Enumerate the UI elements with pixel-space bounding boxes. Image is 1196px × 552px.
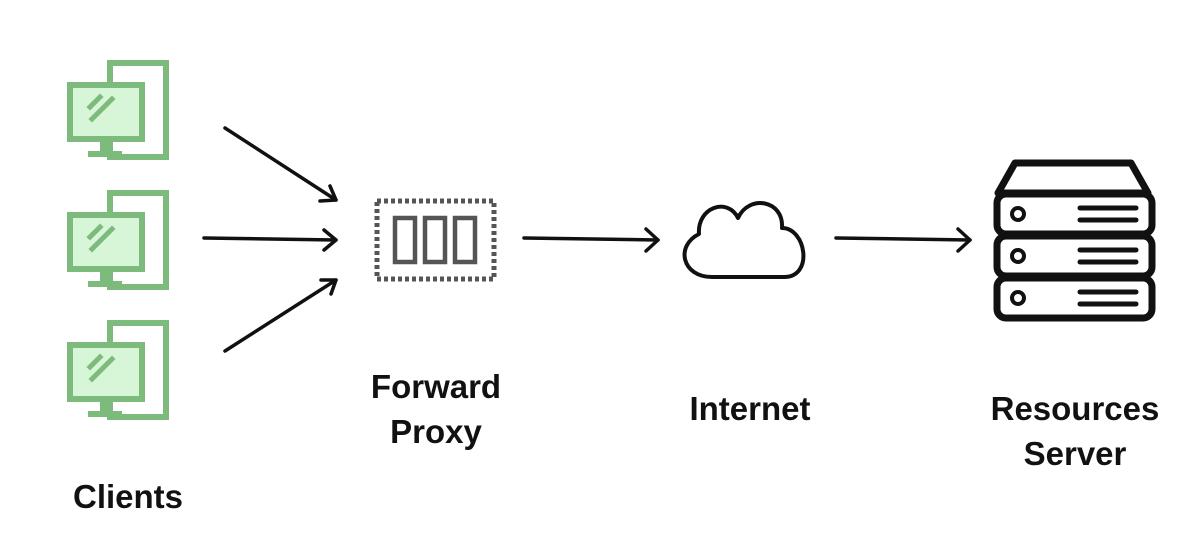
clients-label-text: Clients [72,478,184,515]
client-monitor-icon-2 [70,193,166,287]
arrow-client-2-to-proxy [202,228,338,252]
cloud-icon [682,201,806,279]
clients-label: Clients [28,474,228,519]
arrow-client-3-to-proxy [223,278,338,353]
internet-label: Internet [650,386,850,431]
forward-proxy-label-line1: Forward [370,368,502,405]
client-monitor-icon-3 [70,323,166,417]
server-icon [993,159,1156,322]
forward-proxy-label-line2: Proxy [390,413,482,450]
resources-server-label: Resources Server [955,386,1195,476]
forward-proxy-label: Forward Proxy [336,364,536,454]
resources-server-label-line1: Resources [990,390,1160,427]
proxy-icon [374,198,497,282]
internet-label-text: Internet [689,390,811,427]
arrow-proxy-to-internet [522,227,660,253]
resources-server-label-line2: Server [1023,435,1127,472]
client-monitor-icon-1 [70,63,166,157]
arrow-internet-to-server [834,227,972,253]
arrow-client-1-to-proxy [223,126,338,203]
